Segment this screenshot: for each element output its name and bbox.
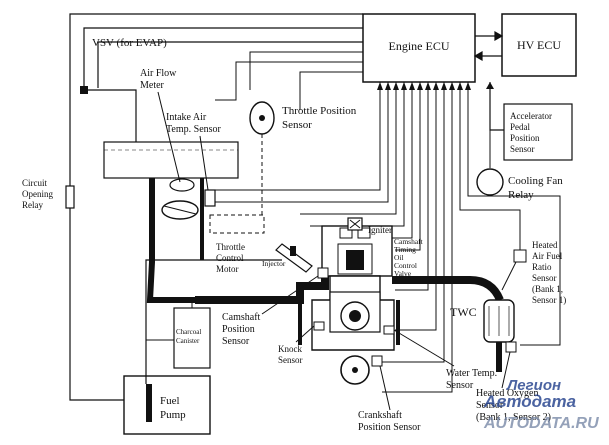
throttle-position-label: Throttle Position Sensor: [282, 105, 359, 131]
intake-air-leader: [199, 135, 209, 191]
intake-air-label: Intake Air Temp. Sensor: [166, 112, 222, 135]
knock-label: Knock Sensor: [278, 344, 304, 365]
igniter: Igniter: [347, 217, 392, 235]
intake-manifold: [195, 276, 329, 304]
throttle-position-sensor: Throttle Position Sensor: [249, 101, 359, 218]
fuel-pump-label: Fuel Pump: [160, 395, 186, 421]
igniter-label: Igniter: [368, 225, 392, 235]
watermark-brand-line1: Легион: [506, 377, 561, 394]
air-flow-meter-label: Air Flow Meter: [140, 68, 179, 91]
ecu-signal-wires: [215, 51, 561, 393]
hv-ecu-label: HV ECU: [517, 38, 561, 52]
throttle-body-outline: [209, 214, 265, 234]
heated-af-label: Heated Air Fuel Ratio Sensor (Bank 1, Se…: [532, 240, 566, 305]
engine-block: [298, 225, 400, 351]
camshaft-position-label: Camshaft Position Sensor: [222, 312, 263, 347]
camshaft-position-sensor: Camshaft Position Sensor: [222, 267, 329, 347]
crankshaft-label: Crankshaft Position Sensor: [358, 410, 421, 433]
injector: Injector: [262, 243, 313, 273]
watermark-brand-line2: Автодата: [483, 392, 576, 411]
accelerator-label: Accelerator Pedal Position Sensor: [510, 111, 554, 154]
circuit-relay-label: Circuit Opening Relay: [22, 178, 55, 210]
hv-ecu-box: HV ECU: [501, 13, 577, 77]
charcoal-label: Charcoal Canister: [176, 328, 203, 345]
throttle-motor-label: Throttle Control Motor: [216, 242, 247, 274]
air-intake-duct: [103, 141, 239, 303]
cooling-fan-relay: Cooling Fan Relay: [476, 168, 565, 201]
oxygen-label: Heated Oxygen Sensor (Bank 1, Sensor 2): [476, 388, 551, 423]
engine-ecu-label: Engine ECU: [389, 39, 450, 53]
air-fuel-ratio-sensor: Heated Air Fuel Ratio Sensor (Bank 1, Se…: [501, 240, 566, 305]
watermark-site: AUTODATA.RU: [483, 415, 599, 432]
air-flow-leader: [157, 91, 181, 183]
crankshaft-position-sensor: Crankshaft Position Sensor: [340, 355, 421, 433]
engine-ecu-box: Engine ECU: [362, 13, 476, 83]
ecu-link-arrows: [473, 30, 504, 62]
injector-label: Injector: [262, 259, 286, 268]
circuit-opening-relay: Circuit Opening Relay: [22, 178, 75, 210]
oxygen-sensor: Heated Oxygen Sensor (Bank 1, Sensor 2): [476, 341, 551, 423]
camshaft-valve-label: Camshaft Timing Oil Control Valve: [394, 237, 425, 278]
watermark-logo: Легион Автодата AUTODATA.RU: [483, 377, 599, 432]
vsv-label: VSV (for EVAP): [92, 37, 167, 49]
exhaust-pipe: [392, 276, 504, 302]
accelerator-sensor-box: Accelerator Pedal Position Sensor: [486, 82, 573, 161]
ecu-input-arrows: [377, 82, 471, 90]
vsv-valve: VSV (for EVAP): [80, 37, 167, 148]
cooling-fan-label: Cooling Fan Relay: [508, 175, 565, 201]
knock-sensor: Knock Sensor: [278, 321, 325, 365]
water-temp-label: Water Temp. Sensor: [446, 368, 500, 391]
twc-label: TWC: [450, 305, 477, 319]
fuel-tank: Fuel Pump: [123, 259, 282, 435]
charcoal-canister: Charcoal Canister: [146, 300, 211, 369]
twc-converter: TWC: [450, 299, 515, 372]
water-temp-sensor: Water Temp. Sensor: [383, 325, 500, 391]
